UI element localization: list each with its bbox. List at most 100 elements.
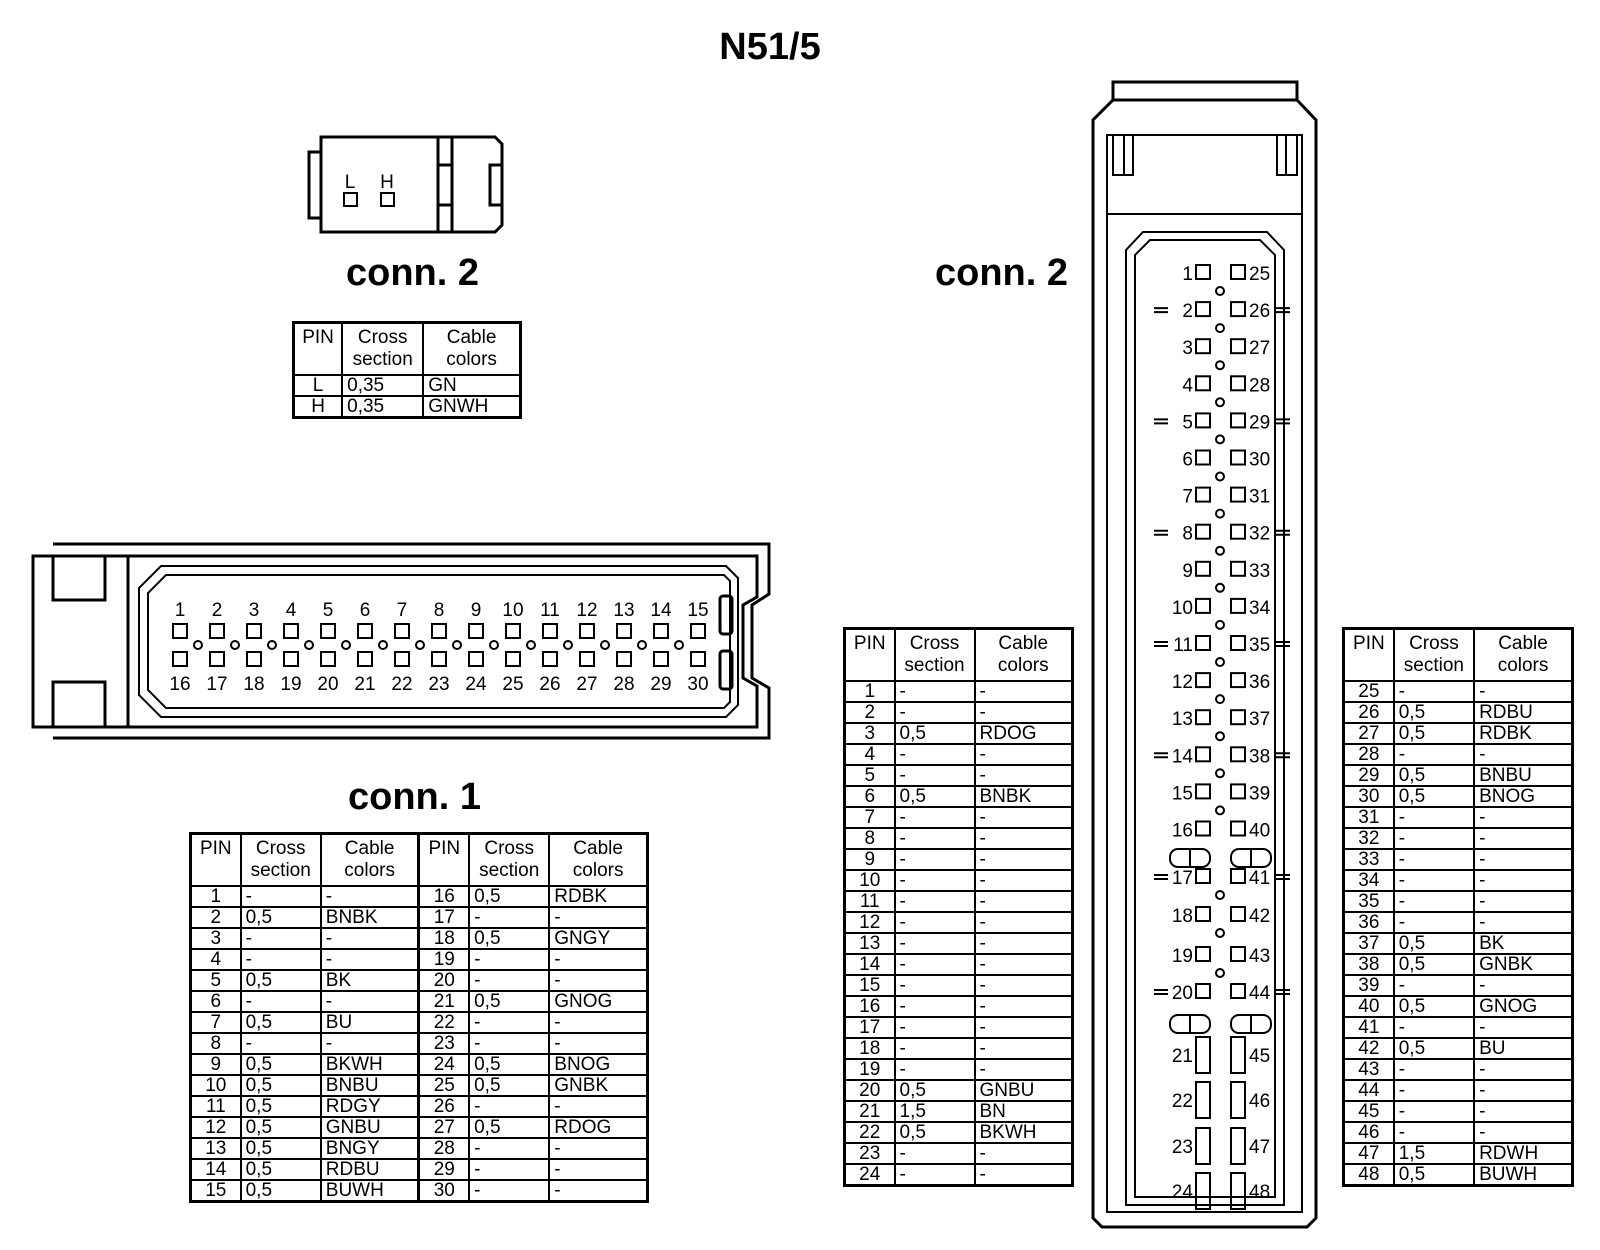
cell-pin: 6 bbox=[188, 989, 242, 1013]
conn1-pin-label: 26 bbox=[539, 674, 560, 695]
cell-color: - bbox=[973, 1162, 1074, 1187]
conn1-pin-socket bbox=[468, 651, 484, 667]
conn2-coding-dot bbox=[1215, 768, 1225, 779]
conn2-pin-label: 12 bbox=[1172, 672, 1193, 693]
cell-pin: 1 bbox=[188, 884, 242, 908]
cell-cross: 0,5 bbox=[1392, 994, 1476, 1018]
cell-pin: 34 bbox=[1341, 868, 1395, 892]
conn2-pin-label: 1 bbox=[1182, 264, 1193, 285]
conn2-pin-socket bbox=[1195, 946, 1211, 962]
conn2-pin-label: 37 bbox=[1249, 709, 1270, 730]
conn2-latch-tab bbox=[1154, 529, 1168, 536]
conn2-pin-socket bbox=[1230, 597, 1246, 614]
conn2-pin-socket bbox=[1195, 906, 1211, 922]
cell-cross: - bbox=[1392, 679, 1476, 703]
table-row: 17-- bbox=[843, 1015, 1074, 1039]
header-color-line-1: Cable bbox=[446, 327, 497, 348]
conn1-coding-dot bbox=[415, 640, 425, 650]
conn2-coding-dot bbox=[1215, 657, 1225, 667]
cell-color: - bbox=[548, 968, 649, 992]
cell-cross: - bbox=[1392, 910, 1476, 934]
cell-color: - bbox=[1473, 1057, 1574, 1081]
conn2-pin-label: 27 bbox=[1249, 338, 1270, 359]
table-row: 19-- bbox=[843, 1057, 1074, 1081]
cell-color: - bbox=[1473, 910, 1574, 934]
cell-cross: - bbox=[893, 847, 976, 871]
cell-cross: 1,5 bbox=[1392, 1141, 1476, 1165]
cell-cross: - bbox=[1392, 742, 1476, 766]
conn2-pin-label: 31 bbox=[1249, 487, 1270, 508]
cell-pin: 31 bbox=[1341, 805, 1395, 829]
conn1-pin-label: 20 bbox=[317, 674, 338, 695]
cell-pin: 38 bbox=[1341, 952, 1395, 976]
cell-color: - bbox=[1473, 1015, 1574, 1039]
table-row: 46-- bbox=[1341, 1120, 1574, 1144]
table-row: 36-- bbox=[1341, 910, 1574, 934]
cell-cross: - bbox=[893, 1141, 976, 1165]
table-row: 12-- bbox=[843, 910, 1074, 934]
cell-color: - bbox=[319, 1031, 420, 1055]
cell-color: - bbox=[319, 926, 420, 950]
conn2-power-socket bbox=[1195, 1081, 1211, 1119]
conn1-pin-label: 1 bbox=[175, 600, 186, 621]
conn1-pin-label: 19 bbox=[280, 674, 301, 695]
cell-pin: 43 bbox=[1341, 1057, 1395, 1081]
header-color-line-1: Cable bbox=[573, 838, 623, 859]
conn1-pin-socket bbox=[320, 623, 336, 639]
conn2-pin-label: 24 bbox=[1172, 1182, 1194, 1203]
cell-color: - bbox=[973, 763, 1074, 787]
conn2-pin-label: 6 bbox=[1182, 450, 1193, 471]
conn1-pin-socket bbox=[394, 651, 410, 667]
cell-color: BNBK bbox=[319, 905, 420, 929]
cell-pin: 40 bbox=[1341, 994, 1395, 1018]
conn2-pin-label: 30 bbox=[1249, 450, 1270, 471]
conn2-pin-label: 38 bbox=[1249, 746, 1270, 767]
conn2-latch-tab bbox=[1276, 529, 1290, 536]
cell-cross: - bbox=[1392, 1057, 1476, 1081]
conn2-pin-label: 15 bbox=[1172, 783, 1193, 804]
conn2-pin-label: 26 bbox=[1249, 301, 1270, 322]
conn1-pin-socket bbox=[357, 623, 373, 639]
conn2-pin-socket bbox=[1230, 906, 1246, 922]
cell-cross: - bbox=[468, 968, 551, 992]
conn2-latch-tab bbox=[1276, 307, 1290, 314]
cell-cross: 0,5 bbox=[1392, 784, 1476, 808]
cell-cross: 0,5 bbox=[893, 721, 976, 745]
conn2-pin-socket bbox=[1230, 560, 1246, 577]
conn2-pin-label: 41 bbox=[1249, 868, 1270, 889]
conn2-latch-tab bbox=[1154, 989, 1168, 995]
conn2-power-socket bbox=[1230, 1172, 1246, 1210]
cell-color: - bbox=[1473, 889, 1574, 913]
cell-cross: 0,5 bbox=[1392, 1036, 1476, 1060]
cell-pin: L bbox=[292, 373, 344, 397]
cell-pin: 47 bbox=[1341, 1141, 1395, 1165]
cell-pin: 4 bbox=[188, 947, 242, 971]
cell-pin: 1 bbox=[843, 679, 896, 703]
cell-pin: 36 bbox=[1341, 910, 1395, 934]
table-row: 14-- bbox=[843, 952, 1074, 976]
cell-pin: 16 bbox=[417, 884, 471, 908]
cell-pin: 9 bbox=[843, 847, 896, 871]
conn1-pin-socket bbox=[579, 623, 595, 639]
cell-cross: 0,5 bbox=[1392, 721, 1476, 745]
small-table-header-pin: PIN bbox=[292, 321, 344, 376]
cell-cross: 0,5 bbox=[1392, 952, 1476, 976]
cell-cross: 0,5 bbox=[239, 1073, 322, 1097]
conn2-pin-label: 11 bbox=[1173, 635, 1193, 656]
cell-color: RDOG bbox=[548, 1115, 649, 1139]
cell-cross: 0,5 bbox=[239, 1115, 322, 1139]
conn2-coding-dot bbox=[1215, 582, 1225, 593]
conn1-pin-socket bbox=[690, 623, 706, 639]
conn1-pin-socket bbox=[468, 623, 484, 639]
cell-cross: 0,5 bbox=[468, 884, 551, 908]
cell-pin: 28 bbox=[417, 1136, 471, 1160]
conn2-pin-socket bbox=[1230, 264, 1246, 280]
